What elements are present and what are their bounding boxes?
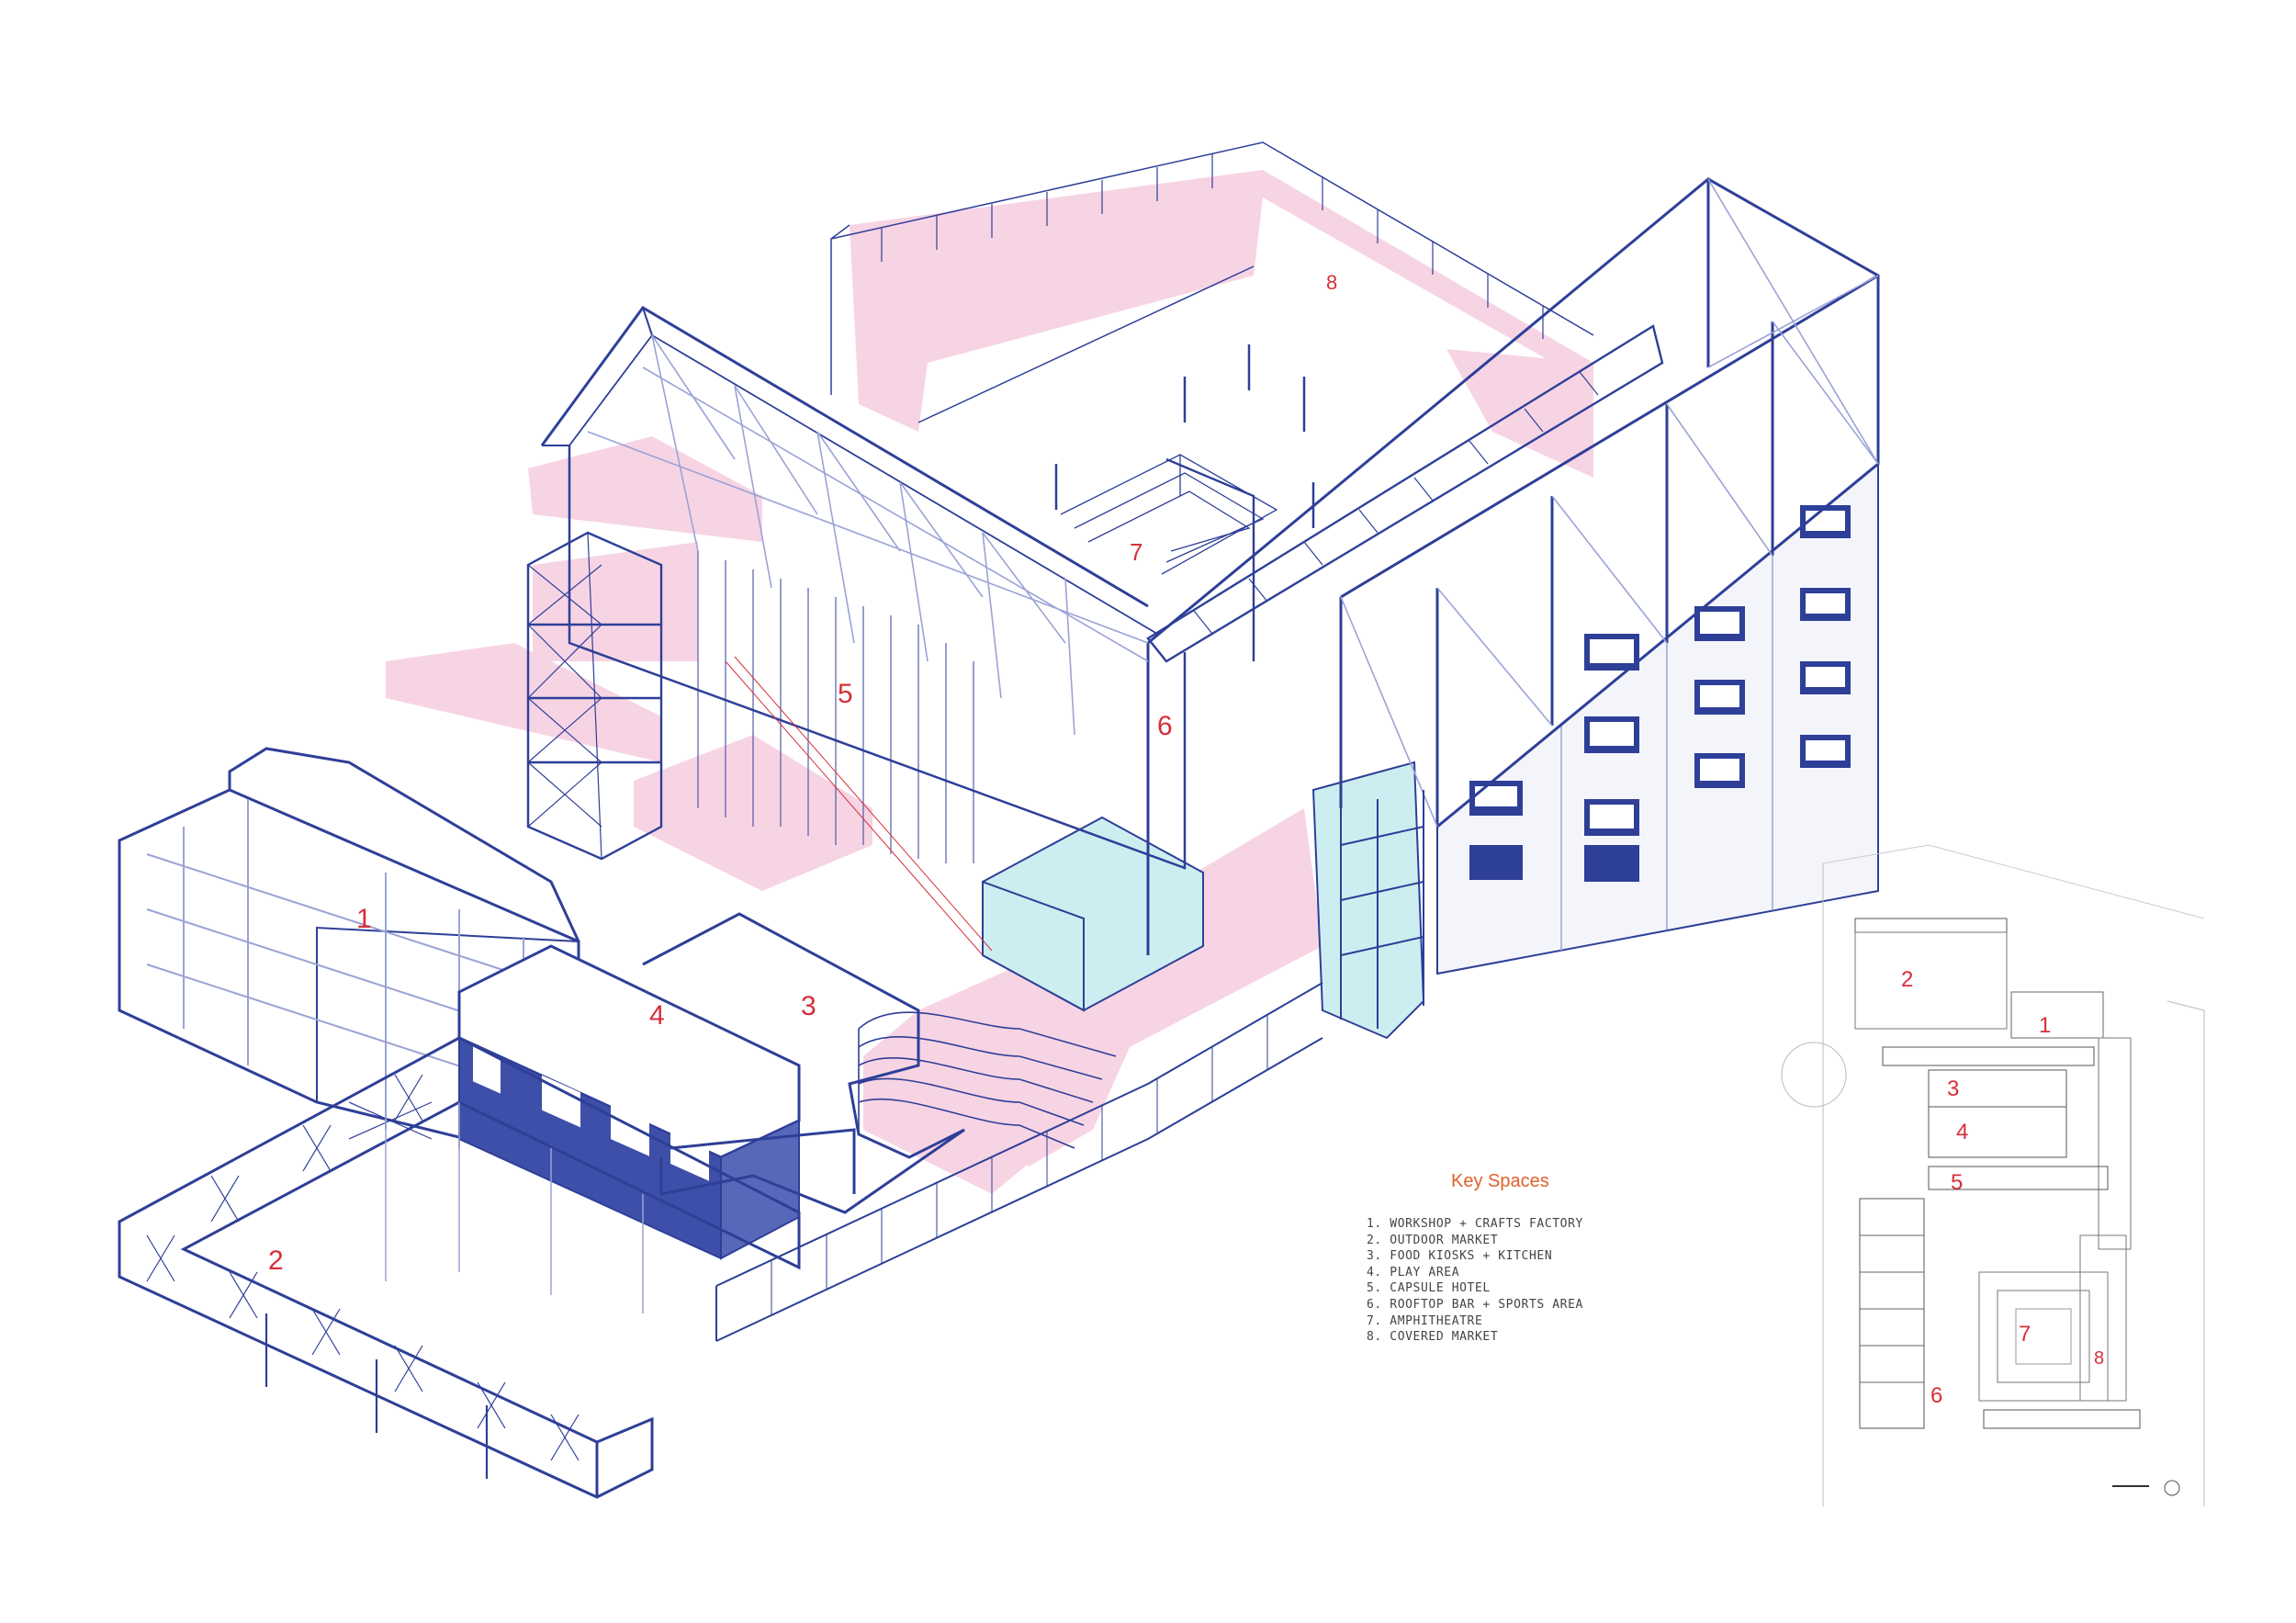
food-kiosk-outline (642, 912, 965, 1214)
plan-label-1: 1 (2039, 1013, 2051, 1038)
legend-item: 3. FOOD KIOSKS + KITCHEN (1367, 1249, 1553, 1264)
legend-item: 5. CAPSULE HOTEL (1367, 1281, 1491, 1296)
workshop-frame (118, 747, 580, 1168)
label-food-kiosks: 3 (801, 991, 816, 1021)
pink-floor-plates (386, 170, 1593, 1194)
legend-list: 1. WORKSHOP + CRAFTS FACTORY 2. OUTDOOR … (1367, 1216, 1583, 1346)
play-area-container (457, 944, 801, 1260)
label-outdoor-market: 2 (268, 1245, 284, 1276)
legend-item: 1. WORKSHOP + CRAFTS FACTORY (1367, 1217, 1583, 1231)
wave-steps (858, 1011, 1117, 1149)
label-play-area: 4 (649, 1000, 665, 1031)
hotel-facade (1436, 461, 1879, 975)
teal-volumes (982, 761, 1425, 1040)
legend-item: 6. ROOFTOP BAR + SPORTS AREA (1367, 1297, 1583, 1312)
legend-item: 8. COVERED MARKET (1367, 1330, 1499, 1345)
outdoor-market-frame (118, 1036, 801, 1499)
label-workshop: 1 (356, 904, 372, 934)
legend-item: 2. OUTDOOR MARKET (1367, 1233, 1499, 1247)
capsule-hotel-frame (540, 306, 1187, 956)
label-covered-market: 8 (1326, 271, 1337, 294)
label-amphitheatre: 7 (1130, 538, 1142, 566)
label-rooftop-bar: 6 (1157, 711, 1173, 741)
covered-market-railing (830, 141, 1594, 528)
plan-label-3: 3 (1947, 1076, 1959, 1101)
plan-label-2: 2 (1901, 967, 1913, 992)
plan-label-4: 4 (1956, 1120, 1968, 1144)
plan-label-7: 7 (2019, 1322, 2031, 1347)
plan-label-6: 6 (1930, 1383, 1942, 1408)
legend-title: Key Spaces (1451, 1171, 1549, 1191)
key-spaces-legend: Key Spaces 1. WORKSHOP + CRAFTS FACTORY … (1367, 1171, 1583, 1346)
label-capsule-hotel: 5 (838, 679, 853, 709)
stair-tower (526, 531, 663, 861)
lift-core (1340, 790, 1424, 1029)
amphitheatre-steps (1060, 454, 1278, 575)
legend-item: 4. PLAY AREA (1367, 1265, 1460, 1279)
legend-item: 7. AMPHITHEATRE (1367, 1313, 1483, 1328)
ground-fence (715, 982, 1323, 1342)
rooftop-cage (1146, 177, 1880, 955)
plan-label-5: 5 (1951, 1170, 1963, 1195)
site-plan (1781, 844, 2205, 1506)
plan-label-8: 8 (2094, 1348, 2104, 1369)
axon-labels: 1 2 3 4 5 6 7 8 (268, 271, 1337, 1276)
plan-labels: 1 2 3 4 5 6 7 8 (1901, 967, 2104, 1408)
